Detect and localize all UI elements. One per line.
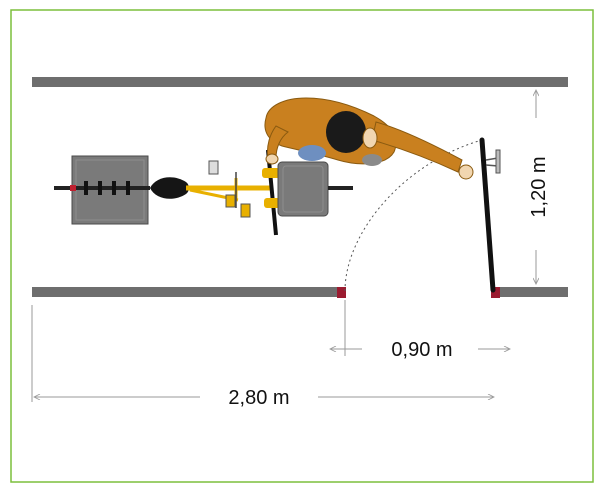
bottom-wall-left — [32, 287, 344, 297]
corridor-width-label: 1,20 m — [528, 156, 550, 217]
outer-frame — [10, 9, 594, 483]
door-jamb-right — [491, 287, 500, 298]
door-swing-arc — [344, 139, 483, 292]
person-icon — [264, 97, 474, 180]
top-wall — [32, 77, 568, 87]
bottom-wall-right — [492, 287, 568, 297]
approach-length-label: 2,80 m — [228, 387, 289, 409]
door-width-label: 0,90 m — [391, 339, 452, 361]
bicycle-icon — [54, 149, 353, 236]
door-jamb-left — [337, 287, 346, 298]
door-icon — [479, 137, 501, 293]
